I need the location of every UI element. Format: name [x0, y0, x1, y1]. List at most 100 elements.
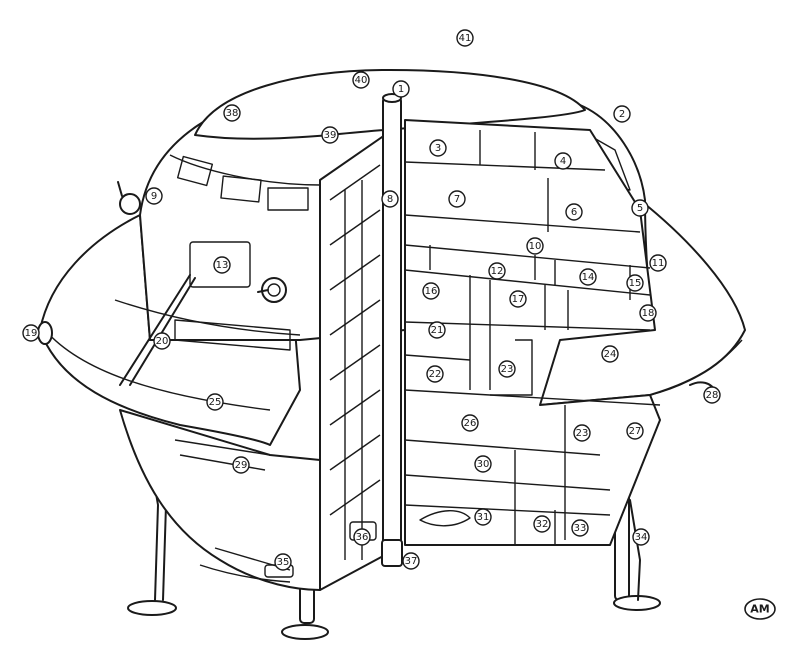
- callout-39: 39: [321, 126, 339, 144]
- callout-circle: [321, 126, 339, 144]
- callout-number: 13: [216, 260, 229, 271]
- callout-circle: [274, 553, 292, 571]
- callout-25: 25: [206, 393, 224, 411]
- callout-20: 20: [153, 332, 171, 350]
- callout-circle: [422, 282, 440, 300]
- callout-19: 19: [22, 324, 40, 342]
- callout-number: 12: [491, 266, 504, 277]
- callout-circle: [526, 237, 544, 255]
- callout-circle: [626, 422, 644, 440]
- callout-number: 41: [459, 33, 472, 44]
- callout-13: 13: [213, 256, 231, 274]
- callout-circle: [498, 360, 516, 378]
- callout-number: 30: [477, 459, 490, 470]
- callout-circle: [626, 274, 644, 292]
- callout-12: 12: [488, 262, 506, 280]
- callout-6: 6: [565, 203, 583, 221]
- callout-number: 20: [156, 336, 169, 347]
- callout-number: 2: [619, 109, 625, 120]
- callout-17: 17: [509, 290, 527, 308]
- maker-mark: AM: [744, 598, 776, 620]
- callout-number: 39: [324, 130, 337, 141]
- callout-22: 22: [426, 365, 444, 383]
- callout-35: 35: [274, 553, 292, 571]
- callout-15: 15: [626, 274, 644, 292]
- callout-3: 3: [429, 139, 447, 157]
- callout-circle: [353, 528, 371, 546]
- callout-number: 38: [226, 108, 239, 119]
- callout-circle: [554, 152, 572, 170]
- callout-circle: [429, 139, 447, 157]
- callout-32: 32: [533, 515, 551, 533]
- callout-circle: [474, 455, 492, 473]
- callout-2: 2: [613, 105, 631, 123]
- callout-circle: [649, 254, 667, 272]
- callout-circle: [601, 345, 619, 363]
- callout-number: 9: [151, 191, 157, 202]
- callout-circle: [474, 508, 492, 526]
- callout-number: 10: [529, 241, 542, 252]
- callout-16: 16: [422, 282, 440, 300]
- callout-4: 4: [554, 152, 572, 170]
- callout-circle: [632, 528, 650, 546]
- callout-circle: [223, 104, 241, 122]
- callout-number: 19: [25, 328, 38, 339]
- callout-40: 40: [352, 71, 370, 89]
- callout-circle: [509, 290, 527, 308]
- callout-number: 4: [560, 156, 566, 167]
- callout-26: 26: [461, 414, 479, 432]
- callout-27: 27: [626, 422, 644, 440]
- callout-circle: [392, 80, 410, 98]
- callout-number: 6: [571, 207, 577, 218]
- callout-1: 1: [392, 80, 410, 98]
- callout-circle: [428, 321, 446, 339]
- callout-number: 26: [464, 418, 477, 429]
- callout-number: 23: [576, 428, 589, 439]
- callout-24: 24: [601, 345, 619, 363]
- callout-circle: [22, 324, 40, 342]
- callout-7: 7: [448, 190, 466, 208]
- callout-circle: [153, 332, 171, 350]
- callout-circle: [381, 190, 399, 208]
- callout-number: 40: [355, 75, 368, 86]
- callout-number: 5: [637, 203, 643, 214]
- callout-number: 7: [454, 194, 460, 205]
- callout-10: 10: [526, 237, 544, 255]
- callout-circle: [402, 552, 420, 570]
- callout-number: 15: [629, 278, 642, 289]
- callout-number: 33: [574, 523, 587, 534]
- callout-number: 27: [629, 426, 642, 437]
- callout-34: 34: [632, 528, 650, 546]
- callout-9: 9: [145, 187, 163, 205]
- callout-37: 37: [402, 552, 420, 570]
- callout-14: 14: [579, 268, 597, 286]
- callout-23b: 23: [573, 424, 591, 442]
- callout-number: 18: [642, 308, 655, 319]
- callout-number: 24: [604, 349, 617, 360]
- callout-number: 11: [652, 258, 665, 269]
- callout-29: 29: [232, 456, 250, 474]
- callout-number: 28: [706, 390, 719, 401]
- callout-circle: [461, 414, 479, 432]
- callout-circle: [573, 424, 591, 442]
- callout-33: 33: [571, 519, 589, 537]
- callout-number: 32: [536, 519, 549, 530]
- callout-circle: [232, 456, 250, 474]
- callout-5: 5: [631, 199, 649, 217]
- callout-38: 38: [223, 104, 241, 122]
- callout-18: 18: [639, 304, 657, 322]
- cutaway-interior: [404, 119, 661, 546]
- callout-number: 1: [398, 84, 404, 95]
- callout-number: 31: [477, 512, 490, 523]
- callout-number: 23: [501, 364, 514, 375]
- callout-number: 22: [429, 369, 442, 380]
- callout-number: 37: [405, 556, 418, 567]
- callout-circle: [565, 203, 583, 221]
- callout-circle: [639, 304, 657, 322]
- callout-circle: [703, 386, 721, 404]
- lower-hull: [119, 409, 321, 591]
- callout-21: 21: [428, 321, 446, 339]
- callout-number: 14: [582, 272, 595, 283]
